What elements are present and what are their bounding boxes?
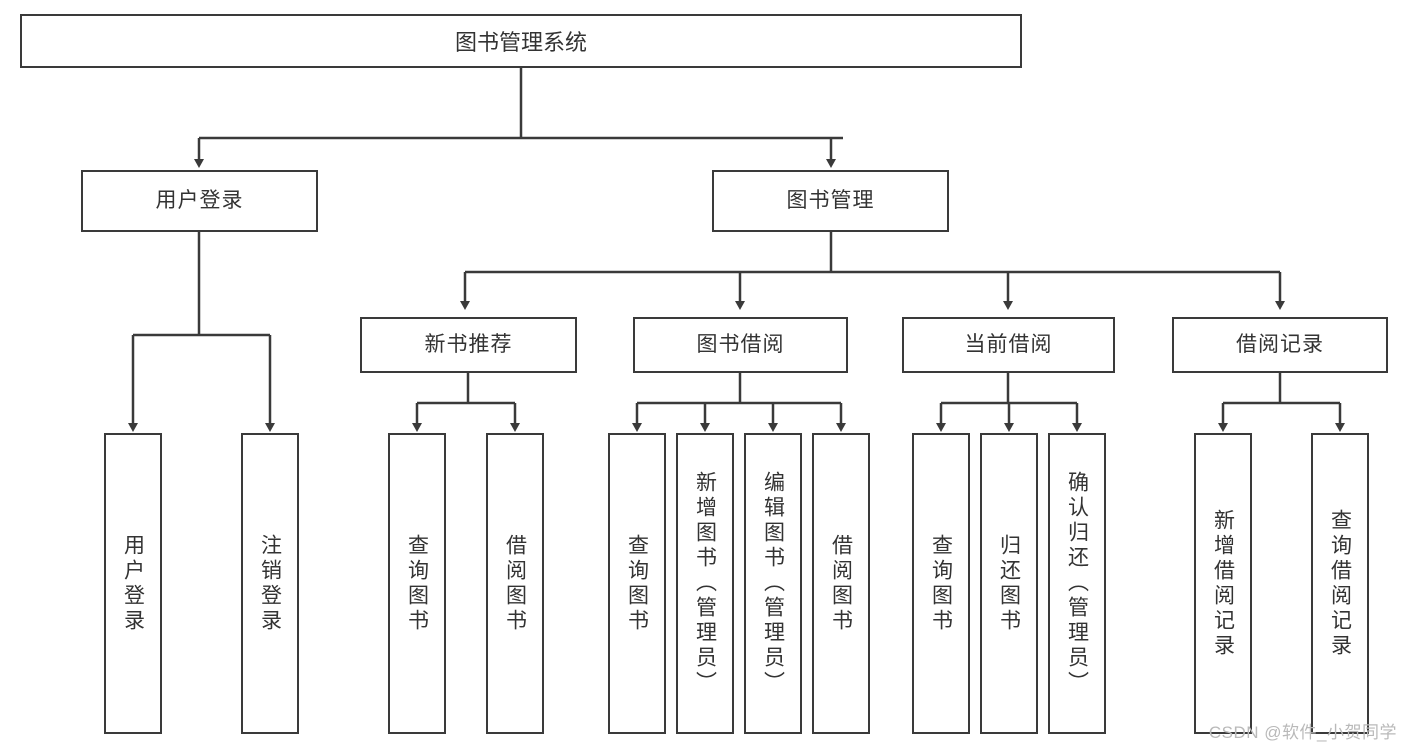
node-book-management-label: 图书管理: [786, 189, 875, 213]
leaf-label: 新增借阅记录: [1211, 508, 1235, 659]
leaf-current-borrow-confirm-return[interactable]: 确认归还（管理员）: [1048, 433, 1106, 734]
leaf-book-borrow-edit[interactable]: 编辑图书（管理员）: [744, 433, 802, 734]
node-current-borrow-label: 当前借阅: [964, 333, 1053, 357]
leaf-current-borrow-return[interactable]: 归还图书: [980, 433, 1038, 734]
node-user-login[interactable]: 用户登录: [81, 170, 318, 232]
leaf-label: 归还图书: [997, 533, 1021, 634]
node-new-book-recommend-label: 新书推荐: [424, 333, 513, 357]
leaf-label: 查询借阅记录: [1328, 508, 1352, 659]
node-new-book-recommend[interactable]: 新书推荐: [360, 317, 577, 373]
leaf-label: 新增图书（管理员）: [693, 471, 717, 696]
leaf-label: 借阅图书: [829, 533, 853, 634]
leaf-borrow-record-add[interactable]: 新增借阅记录: [1194, 433, 1252, 734]
leaf-label: 查询图书: [405, 533, 429, 634]
leaf-new-book-borrow[interactable]: 借阅图书: [486, 433, 544, 734]
node-root[interactable]: 图书管理系统: [20, 14, 1022, 68]
leaf-label: 编辑图书（管理员）: [761, 471, 785, 696]
node-book-borrow-label: 图书借阅: [696, 333, 785, 357]
node-book-borrow[interactable]: 图书借阅: [633, 317, 848, 373]
leaf-label: 查询图书: [625, 533, 649, 634]
leaf-new-book-query[interactable]: 查询图书: [388, 433, 446, 734]
leaf-book-borrow-borrow[interactable]: 借阅图书: [812, 433, 870, 734]
leaf-label: 用户登录: [121, 533, 145, 634]
leaf-book-borrow-query[interactable]: 查询图书: [608, 433, 666, 734]
node-book-management[interactable]: 图书管理: [712, 170, 949, 232]
watermark: CSDN @软件_小贺同学: [1208, 723, 1397, 742]
leaf-current-borrow-query[interactable]: 查询图书: [912, 433, 970, 734]
leaf-user-login-login[interactable]: 用户登录: [104, 433, 162, 734]
leaf-label: 确认归还（管理员）: [1065, 471, 1089, 696]
leaf-borrow-record-query[interactable]: 查询借阅记录: [1311, 433, 1369, 734]
node-user-login-label: 用户登录: [155, 189, 244, 213]
node-borrow-record[interactable]: 借阅记录: [1172, 317, 1388, 373]
leaf-label: 查询图书: [929, 533, 953, 634]
leaf-label: 借阅图书: [503, 533, 527, 634]
node-borrow-record-label: 借阅记录: [1236, 333, 1324, 357]
leaf-label: 注销登录: [258, 533, 282, 634]
leaf-book-borrow-add[interactable]: 新增图书（管理员）: [676, 433, 734, 734]
node-current-borrow[interactable]: 当前借阅: [902, 317, 1115, 373]
leaf-user-login-logout[interactable]: 注销登录: [241, 433, 299, 734]
node-root-label: 图书管理系统: [454, 30, 587, 55]
